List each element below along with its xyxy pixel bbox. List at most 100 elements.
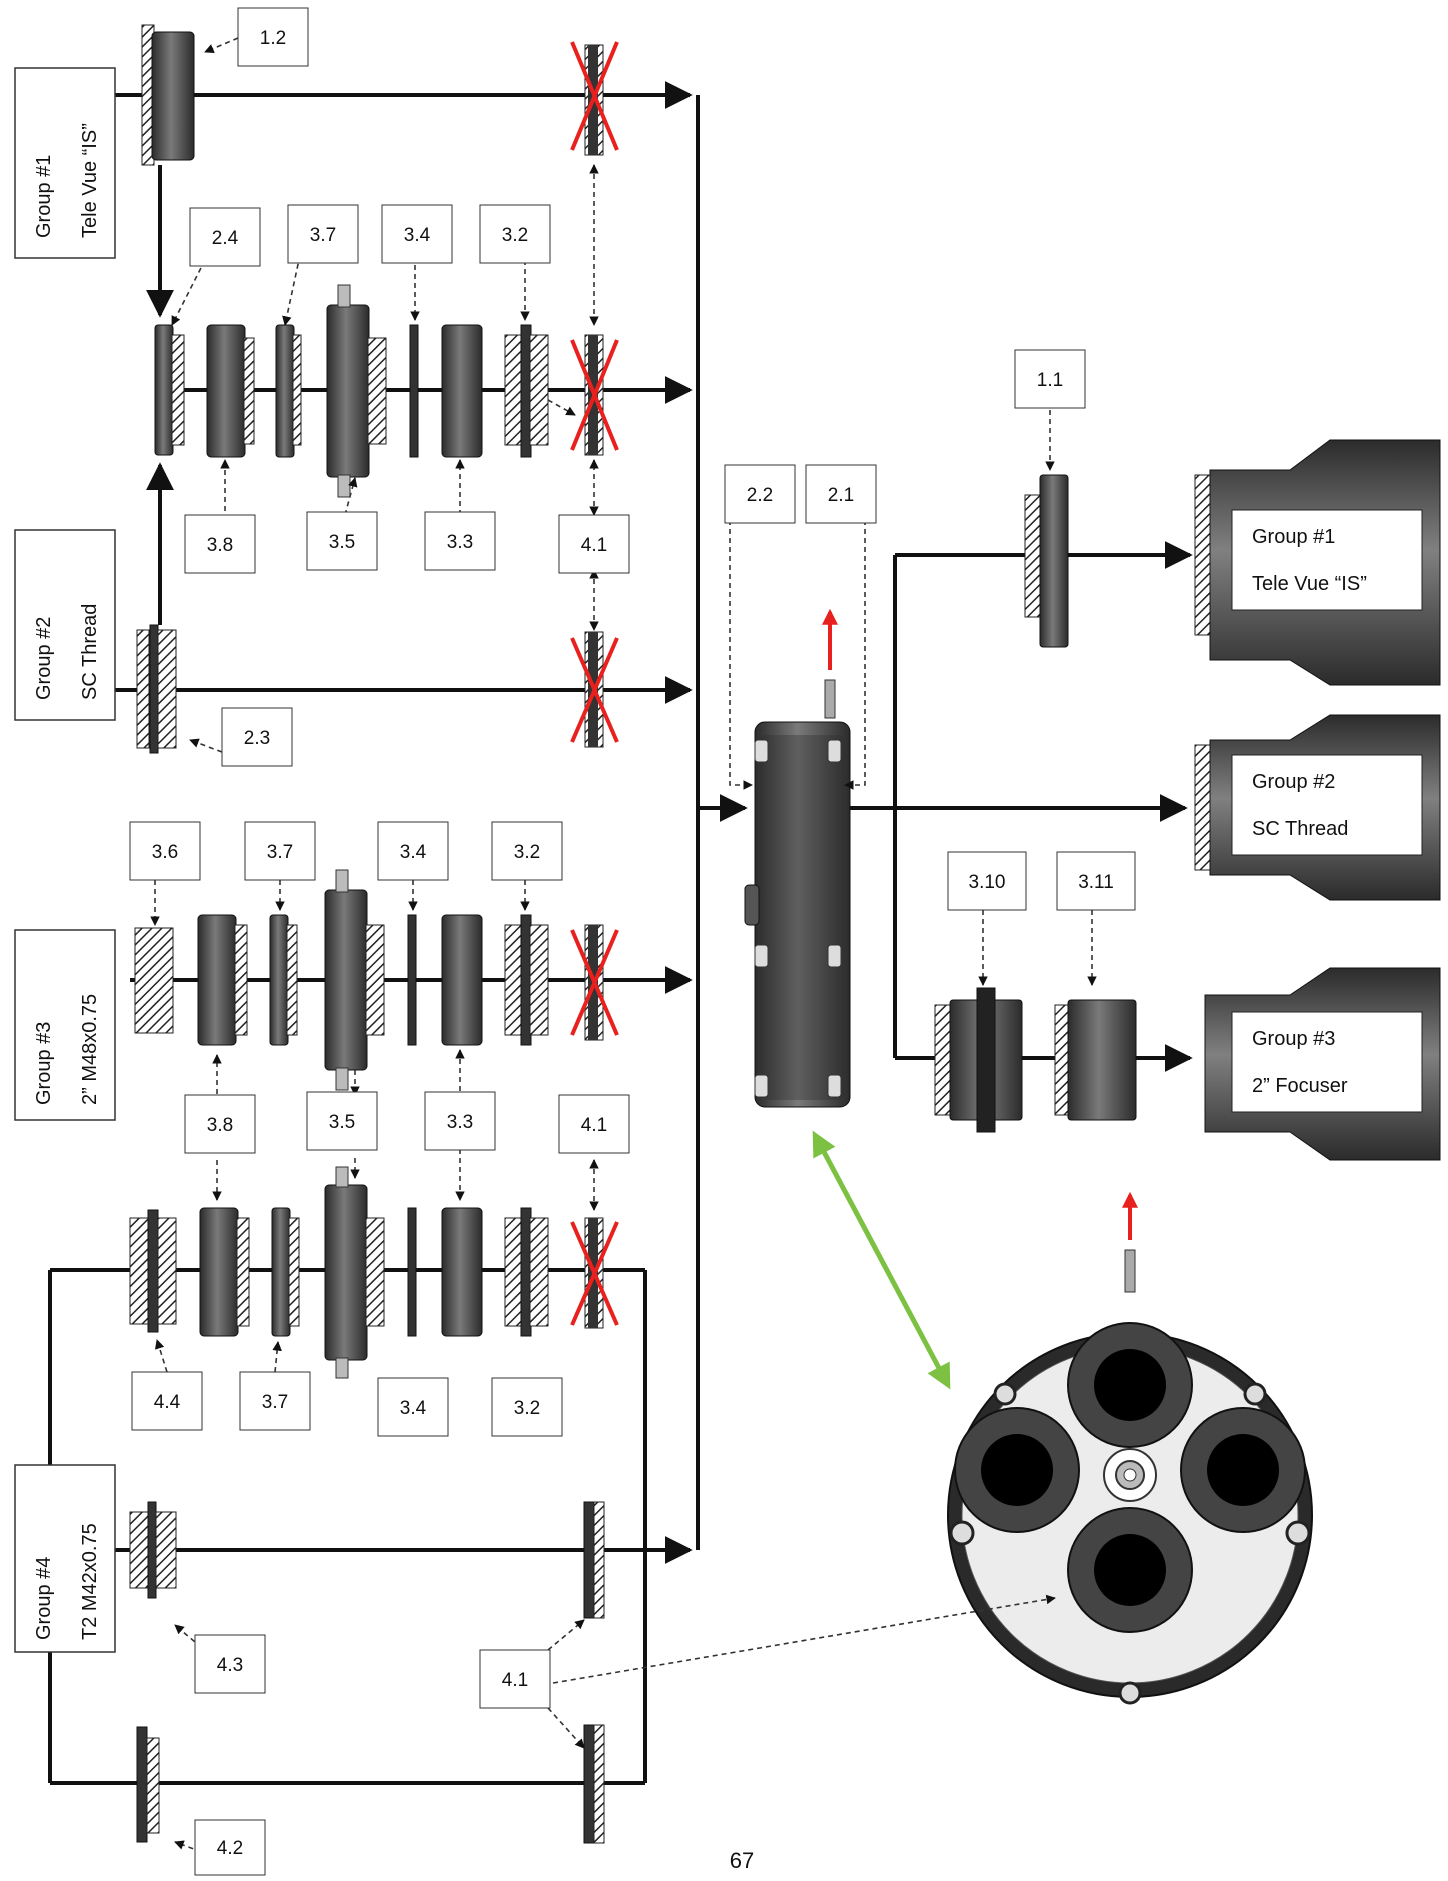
filter-4-1-b: [583, 1724, 605, 1844]
group-box-4: Group #4 T2 M42x0.75: [14, 1464, 116, 1653]
label-1-2: 1.2: [237, 7, 309, 67]
output-1-title: Group #1: [1252, 526, 1335, 548]
label-2-1: 2.1: [805, 464, 877, 524]
adapter-4-2: [136, 1726, 160, 1843]
crossed-part-row3: [570, 631, 619, 748]
label-3-3-b: 3.3: [424, 1091, 496, 1151]
svg-text:3.4: 3.4: [404, 225, 431, 246]
svg-text:4.3: 4.3: [217, 1655, 243, 1676]
svg-text:4.1: 4.1: [581, 1115, 607, 1136]
label-2-4: 2.4: [189, 207, 261, 267]
svg-text:3.7: 3.7: [267, 842, 293, 863]
label-3-10: 3.10: [947, 851, 1027, 911]
svg-text:3.6: 3.6: [152, 842, 178, 863]
svg-text:2.1: 2.1: [828, 485, 854, 506]
svg-text:3.7: 3.7: [310, 225, 336, 246]
output-2-title: Group #2: [1252, 771, 1335, 793]
svg-text:3.4: 3.4: [400, 842, 427, 863]
label-4-3: 4.3: [194, 1634, 266, 1694]
label-3-2-c: 3.2: [491, 1377, 563, 1437]
label-3-5-a: 3.5: [306, 511, 378, 571]
svg-text:3.8: 3.8: [207, 1115, 233, 1136]
svg-text:3.2: 3.2: [514, 1398, 540, 1419]
label-3-7-b: 3.7: [244, 821, 316, 881]
svg-text:3.4: 3.4: [400, 1398, 427, 1419]
output-2-subtitle: SC Thread: [1252, 818, 1348, 840]
svg-text:3.10: 3.10: [969, 872, 1006, 893]
svg-text:1.1: 1.1: [1037, 370, 1063, 391]
group-3-subtitle: 2” M48x0.75: [79, 994, 101, 1105]
label-3-4-b: 3.4: [377, 821, 449, 881]
svg-text:3.3: 3.3: [447, 532, 473, 553]
label-4-1-b: 4.1: [558, 1094, 630, 1154]
group-4-title: Group #4: [33, 1557, 55, 1640]
adapter-2-3: [136, 624, 177, 754]
camera-1: Group #1 Tele Vue “IS”: [1194, 439, 1441, 686]
green-double-arrow: [812, 1130, 951, 1390]
adapter-1-2: [141, 24, 195, 166]
leader-lines: [150, 37, 1097, 1856]
group-box-2: Group #2 SC Thread: [14, 529, 116, 721]
camera-2: Group #2 SC Thread: [1194, 714, 1441, 901]
output-3-title: Group #3: [1252, 1028, 1335, 1050]
label-4-1-a: 4.1: [558, 514, 630, 574]
train-row-2: [154, 284, 619, 498]
group-box-1: Group #1 Tele Vue “IS”: [14, 67, 116, 259]
label-3-6: 3.6: [129, 821, 201, 881]
adapter-1-1: [1024, 474, 1069, 648]
adapter-3-10: [934, 987, 1023, 1133]
group-box-3: Group #3 2” M48x0.75: [14, 929, 116, 1121]
group-1-title: Group #1: [33, 155, 55, 238]
train-row-5: [129, 1166, 619, 1379]
crossed-part-row1: [570, 41, 619, 156]
svg-text:4.4: 4.4: [154, 1392, 181, 1413]
label-3-3-a: 3.3: [424, 511, 496, 571]
group-1-subtitle: Tele Vue “IS”: [79, 123, 101, 238]
svg-text:3.5: 3.5: [329, 532, 355, 553]
filter-wheel-side: [744, 608, 851, 1108]
filter-wheel-front: [947, 1191, 1313, 1705]
label-3-7-c: 3.7: [239, 1371, 311, 1431]
label-4-1-c: 4.1: [479, 1649, 551, 1709]
train-row-4: [134, 869, 619, 1091]
svg-text:3.5: 3.5: [329, 1112, 355, 1133]
label-3-2-b: 3.2: [491, 821, 563, 881]
svg-text:1.2: 1.2: [260, 28, 286, 49]
svg-text:3.11: 3.11: [1078, 872, 1114, 893]
label-2-2: 2.2: [724, 464, 796, 524]
svg-text:3.2: 3.2: [514, 842, 540, 863]
output-3-subtitle: 2” Focuser: [1252, 1075, 1348, 1097]
label-3-2-a: 3.2: [479, 204, 551, 264]
group-4-subtitle: T2 M42x0.75: [79, 1523, 101, 1640]
svg-text:4.1: 4.1: [502, 1670, 528, 1691]
adapter-4-3: [129, 1501, 177, 1599]
label-3-7-a: 3.7: [287, 204, 359, 264]
label-3-8-b: 3.8: [184, 1094, 256, 1154]
label-3-4-c: 3.4: [377, 1377, 449, 1437]
group-3-title: Group #3: [33, 1022, 55, 1105]
label-3-5-b: 3.5: [306, 1091, 378, 1151]
label-2-3: 2.3: [221, 707, 293, 767]
label-4-2: 4.2: [194, 1819, 266, 1876]
group-2-title: Group #2: [33, 617, 55, 700]
adapter-3-11: [1054, 999, 1137, 1121]
svg-text:4.1: 4.1: [581, 535, 607, 556]
svg-text:2.2: 2.2: [747, 485, 773, 506]
svg-text:3.7: 3.7: [262, 1392, 288, 1413]
svg-text:3.3: 3.3: [447, 1112, 473, 1133]
output-1-subtitle: Tele Vue “IS”: [1252, 573, 1367, 595]
svg-text:2.4: 2.4: [212, 228, 239, 249]
label-3-8-a: 3.8: [184, 514, 256, 574]
filter-4-1-a: [583, 1501, 605, 1619]
svg-text:3.8: 3.8: [207, 535, 233, 556]
label-1-1: 1.1: [1014, 349, 1086, 409]
label-3-4-a: 3.4: [381, 204, 453, 264]
group-2-subtitle: SC Thread: [79, 604, 101, 700]
svg-text:2.3: 2.3: [244, 728, 270, 749]
svg-text:3.2: 3.2: [502, 225, 528, 246]
page-number: 67: [730, 1848, 754, 1873]
camera-3: Group #3 2” Focuser: [1204, 967, 1441, 1161]
label-3-11: 3.11: [1056, 851, 1136, 911]
label-boxes: 1.2 2.4 3.7 3.4 3.2 3.8 3.5 3.3 4.1 2.3 …: [129, 7, 1136, 1876]
